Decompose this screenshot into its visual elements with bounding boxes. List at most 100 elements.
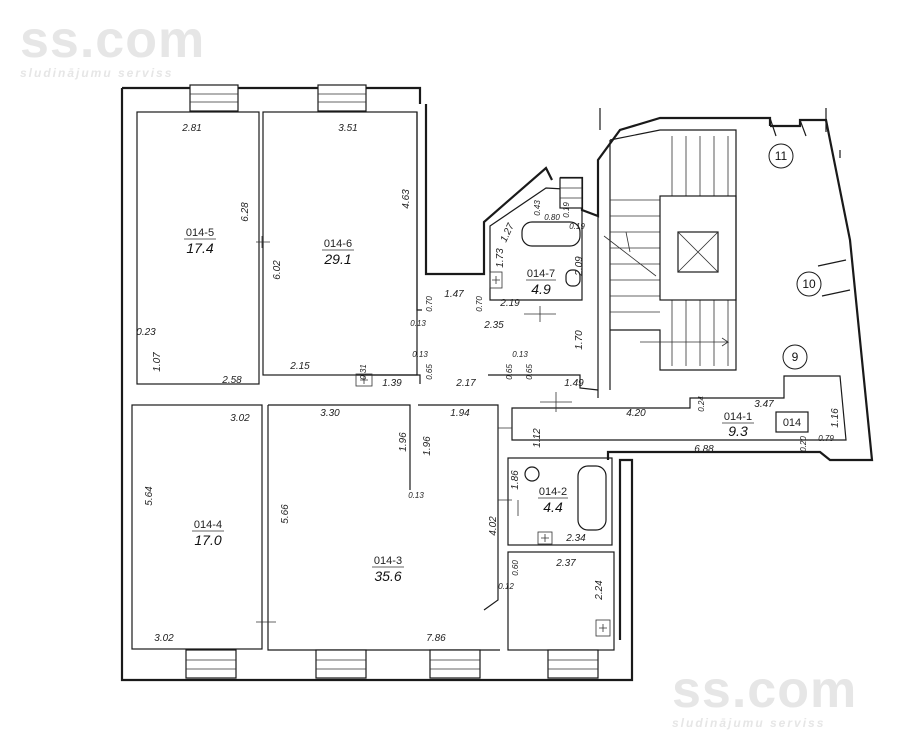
circle-label: 10 [802, 277, 816, 291]
room-id: 014-5 [186, 227, 214, 239]
dimension-label: 0.79 [818, 434, 834, 443]
windows [185, 84, 851, 679]
dimension-label: 3.02 [154, 633, 174, 644]
dimension-label: 1.47 [444, 289, 464, 300]
dimension-label: 2.35 [483, 320, 504, 331]
dimension-label: 0.65 [505, 364, 514, 380]
dimension-label: 3.02 [230, 413, 250, 424]
dimension-label: 6.28 [240, 202, 251, 222]
dimension-label: 5.64 [144, 486, 155, 506]
window [547, 649, 599, 679]
dimension-label: 0.13 [512, 350, 528, 359]
dimension-label: 0.13 [410, 319, 426, 328]
circle-markers: 11 10 9 [768, 143, 822, 370]
dimension-label: 0.19 [569, 222, 585, 231]
room-area: 4.4 [543, 499, 563, 515]
dimension-label: 4.20 [626, 408, 646, 419]
dimension-label: 2.37 [555, 558, 576, 569]
dimension-label: 4.63 [401, 189, 412, 209]
room-id: 014-7 [527, 268, 555, 280]
dimension-label: 2.17 [455, 378, 476, 389]
dimension-label: 7.86 [426, 633, 446, 644]
room-id: 014-4 [194, 519, 222, 531]
dimension-label: 1.12 [532, 428, 543, 448]
dimension-label: 0.24 [697, 396, 706, 412]
dimension-label: 1.16 [830, 408, 841, 428]
bathtub-icon [521, 221, 581, 247]
dimension-label: 1.96 [398, 432, 409, 452]
room-014-1-outline [511, 375, 847, 441]
dimension-label: 2.19 [499, 298, 520, 309]
dimension-label: 1.49 [564, 378, 584, 389]
dimension-label: 2.34 [565, 533, 586, 544]
room-labels: 014-5 17.4 014-6 29.1 014-7 4.9 014-4 17… [184, 227, 754, 584]
dimension-label: 6.88 [694, 444, 714, 455]
stairwell [603, 129, 737, 371]
window [315, 649, 367, 679]
room-014-2-outline [507, 457, 613, 546]
circle-label: 9 [792, 350, 799, 364]
dimension-label: 0.60 [511, 560, 520, 576]
dimension-label: 3.30 [320, 408, 340, 419]
room-area: 4.9 [531, 281, 551, 297]
fixtures [355, 221, 611, 637]
window [317, 84, 367, 112]
dimension-label: 0.23 [136, 327, 156, 338]
window [429, 649, 481, 679]
room-014-4-outline [131, 404, 263, 650]
watermark-tagline: sludinājumu serviss [672, 716, 826, 730]
dimension-label: 0.70 [475, 296, 484, 312]
watermark-top: ss.com sludinājumu serviss [20, 14, 205, 80]
dimension-label: 0.43 [533, 200, 542, 216]
room-id: 014-2 [539, 486, 567, 498]
dimension-label: 0.65 [525, 364, 534, 380]
apartment-label-box [775, 411, 809, 433]
room-area: 17.4 [186, 240, 213, 256]
dimension-label: 1.70 [574, 330, 585, 350]
room-area: 17.0 [194, 532, 221, 548]
dimension-label: 2.58 [221, 375, 242, 386]
elevator-shaft [659, 195, 737, 301]
room-id: 014-3 [374, 555, 402, 567]
dimension-label: 4.02 [488, 516, 499, 536]
watermark-brand: ss.com [672, 661, 858, 719]
dimension-label: 1.27 [499, 221, 517, 244]
dimension-label: 1.86 [510, 470, 521, 490]
room-area: 35.6 [374, 568, 401, 584]
dimension-label: 0.13 [412, 350, 428, 359]
room-id: 014-1 [724, 411, 752, 423]
dimension-label: 3.51 [338, 123, 357, 134]
dimension-label: 3.47 [754, 399, 774, 410]
dimension-label: 5.66 [280, 504, 291, 524]
dimension-label: 0.13 [408, 491, 424, 500]
dimension-label: 1.96 [422, 436, 433, 456]
room-walls [131, 111, 847, 651]
watermark-bottom: ss.com sludinājumu serviss [672, 664, 857, 730]
dimension-label: 1.07 [152, 352, 163, 372]
dimension-label: 6.02 [272, 260, 283, 280]
watermark-tagline: sludinājumu serviss [20, 66, 174, 80]
apartment-label: 014 [783, 417, 801, 429]
dimension-label: 0.19 [562, 202, 571, 218]
dimension-label: 1.73 [495, 248, 506, 268]
room-area: 29.1 [323, 251, 351, 267]
watermark-brand: ss.com [20, 11, 206, 69]
window [189, 84, 239, 112]
dimension-label: 2.15 [289, 361, 310, 372]
window [185, 649, 237, 679]
elevator-cab [677, 231, 719, 273]
dimension-label: 1.39 [382, 378, 402, 389]
dimension-label: 0.31 [359, 364, 368, 380]
dimension-label: 2.24 [594, 580, 605, 601]
dimension-label: 0.65 [425, 364, 434, 380]
circle-label: 11 [775, 149, 788, 163]
dimension-label: 0.20 [799, 436, 808, 452]
toilet-icon [565, 269, 581, 287]
room-id: 014-6 [324, 238, 352, 250]
dimension-label: 2.81 [181, 123, 201, 134]
room-area: 9.3 [728, 423, 748, 439]
toilet-icon [524, 466, 540, 482]
dimension-label: 0.80 [544, 213, 560, 222]
dimension-label: 0.70 [425, 296, 434, 312]
